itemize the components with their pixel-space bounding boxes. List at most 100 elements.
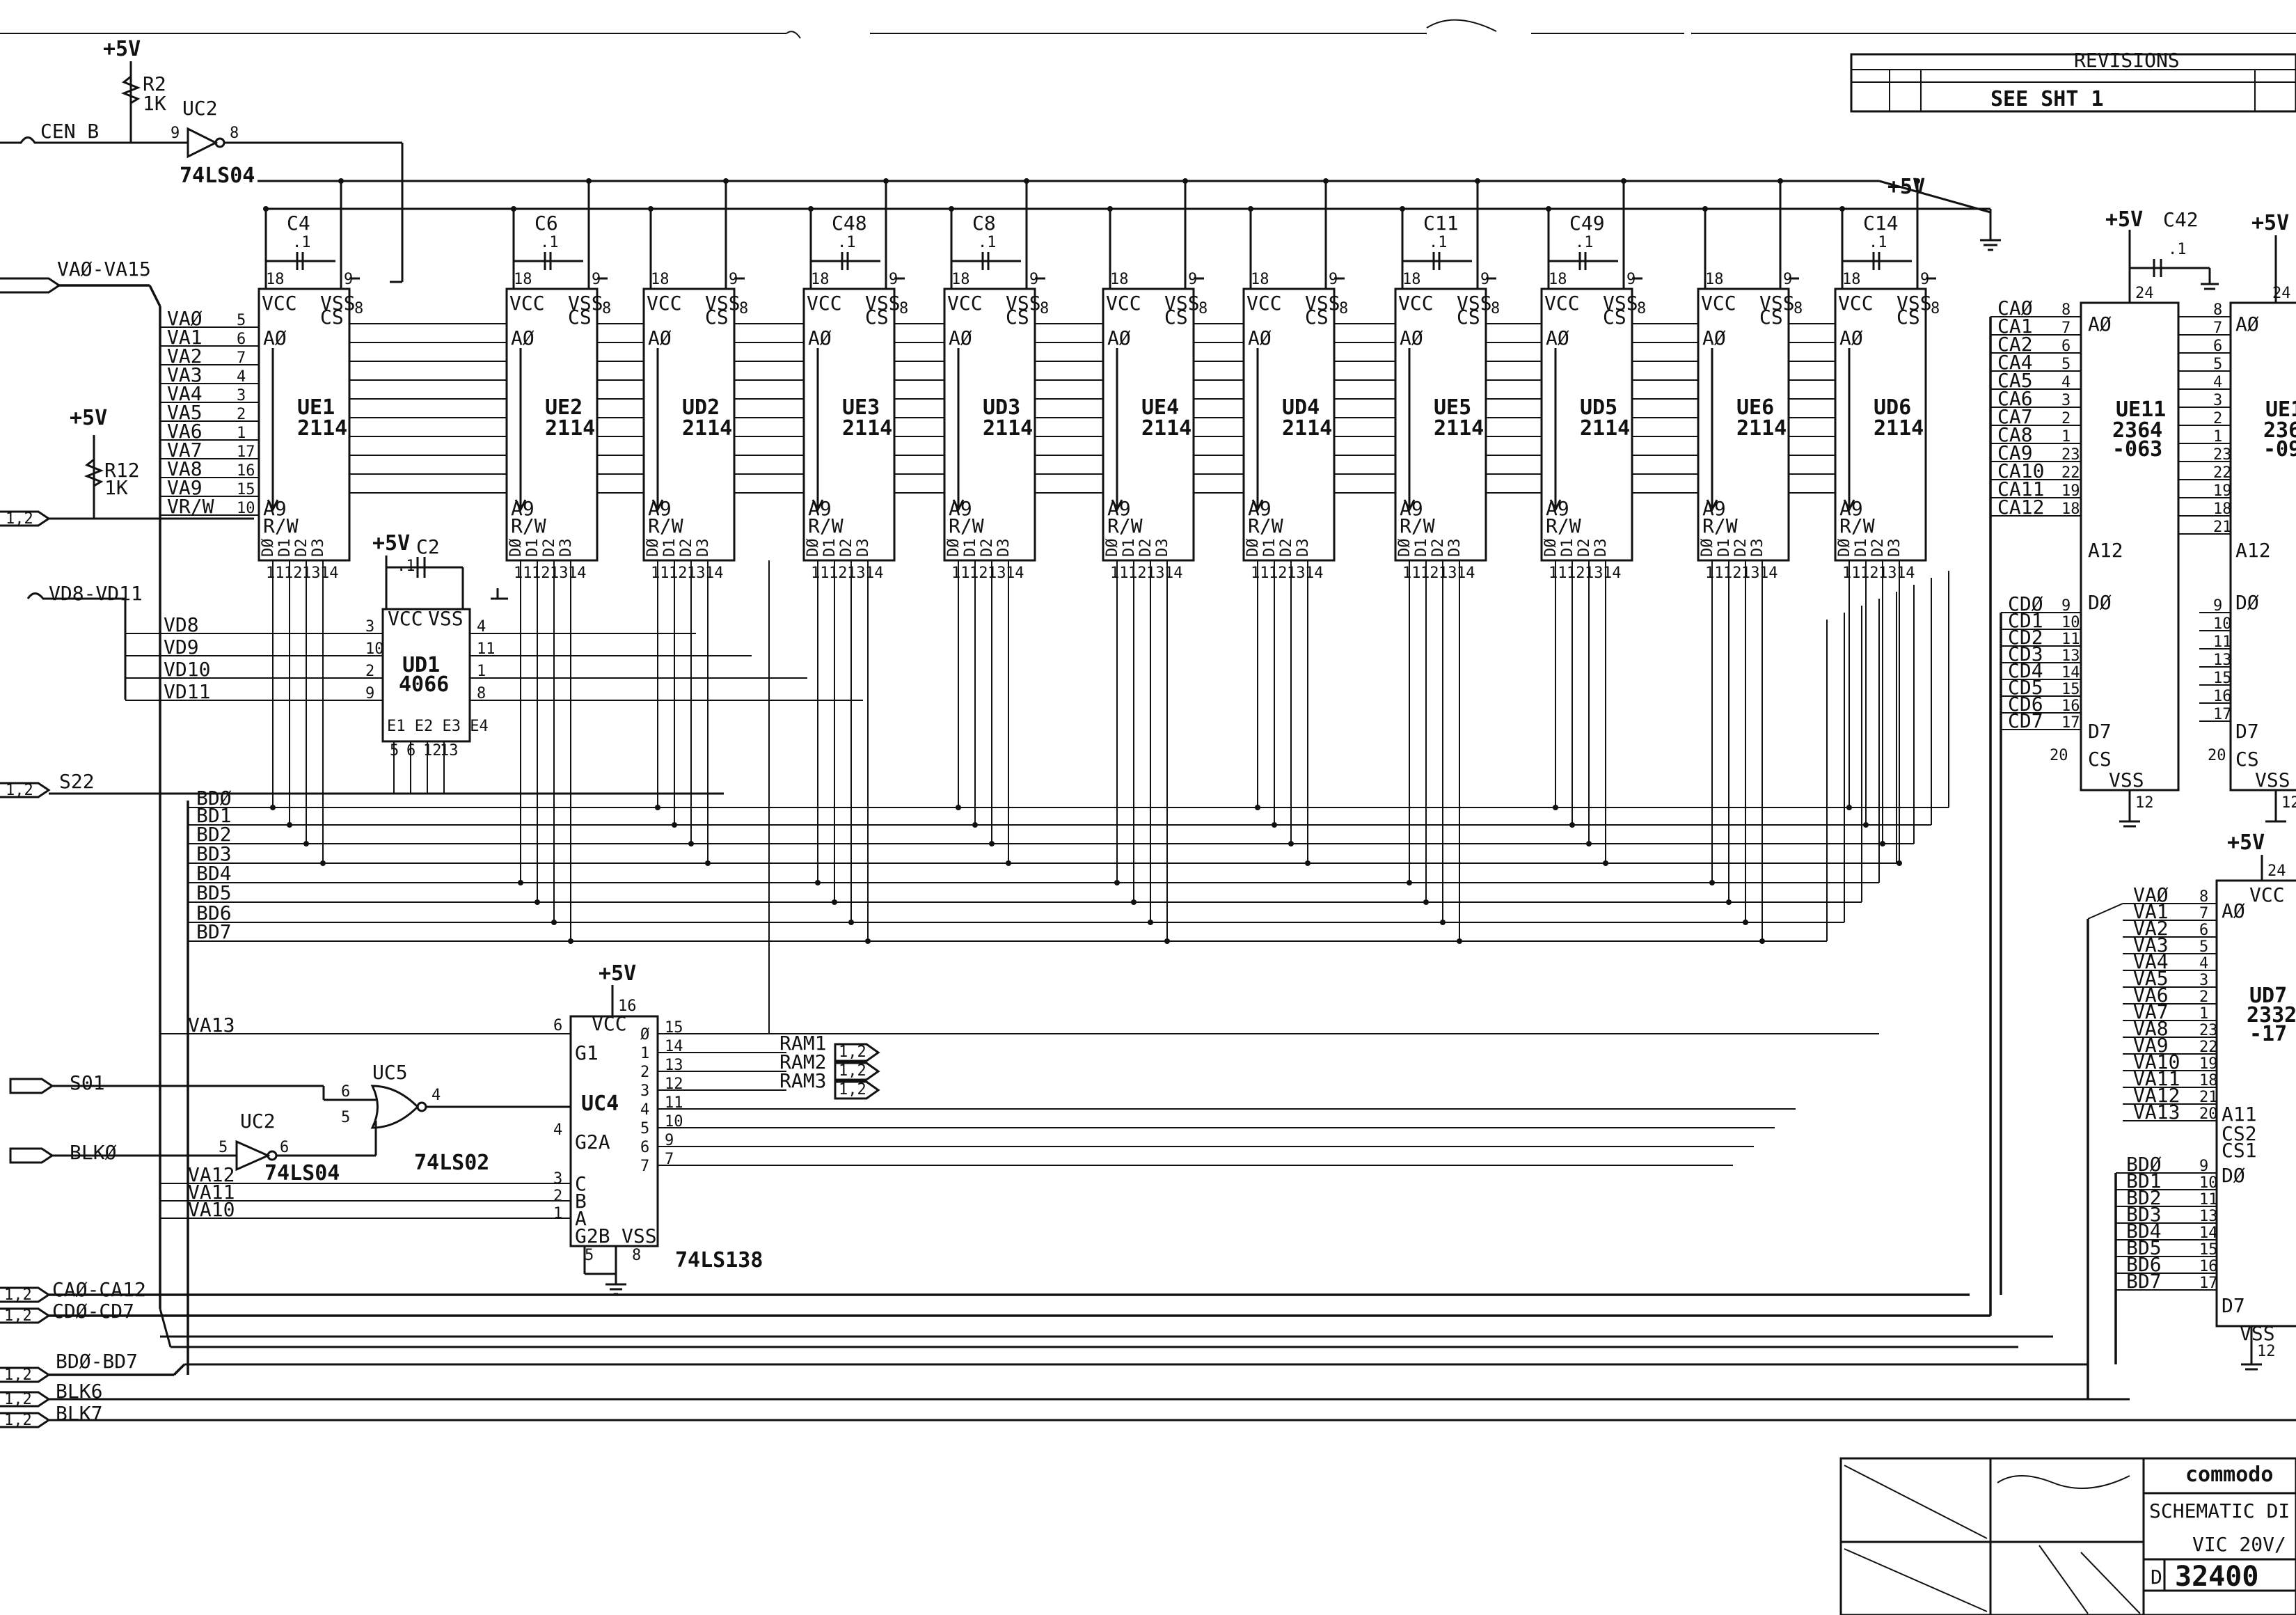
- svg-text:DØ: DØ: [2222, 1164, 2245, 1187]
- svg-text:7: 7: [2213, 320, 2222, 337]
- svg-text:R/W: R/W: [1702, 514, 1738, 537]
- svg-text:D7: D7: [2222, 1294, 2245, 1317]
- va-line-label: VA8: [167, 457, 203, 480]
- revisions-note: SEE SHT 1: [1990, 87, 2104, 111]
- bottom-left-connectors: 1,2 CAØ-CA12 1,2 CDØ-CD7 1,2 BDØ-BD7 1,2…: [0, 1278, 2296, 1429]
- svg-text:CS: CS: [1006, 306, 1029, 329]
- svg-text:VSS: VSS: [705, 292, 741, 315]
- title-block: commodo SCHEMATIC DI VIC 20V/ D 32400: [1839, 1457, 2296, 1615]
- svg-text:D3: D3: [695, 539, 712, 558]
- svg-text:9: 9: [1188, 271, 1197, 288]
- svg-text:8: 8: [230, 125, 239, 142]
- svg-text:VCC: VCC: [1246, 292, 1282, 315]
- svg-text:11: 11: [1402, 565, 1421, 582]
- va-line-label: VA9: [167, 476, 203, 499]
- svg-text:18: 18: [951, 271, 970, 288]
- svg-text:A11: A11: [2222, 1103, 2257, 1126]
- connector-blk0: BLKØ: [70, 1141, 117, 1164]
- svg-text:11: 11: [477, 640, 496, 658]
- svg-text:4: 4: [2199, 955, 2208, 972]
- svg-text:DØ: DØ: [1699, 539, 1716, 558]
- svg-text:VSS: VSS: [2109, 769, 2144, 791]
- ud7-bd-label: BD3: [2126, 1203, 2162, 1226]
- svg-text:A9: A9: [648, 497, 672, 520]
- svg-text:AØ: AØ: [1546, 326, 1569, 349]
- ue12-section: AØ A12 DØ D7 CS VSS UE1 236 -09 +5V 24 2…: [2178, 211, 2296, 823]
- svg-text:13: 13: [550, 565, 569, 582]
- svg-text:D1: D1: [661, 539, 679, 558]
- chip-body: [642, 287, 736, 562]
- svg-text:12: 12: [532, 565, 551, 582]
- svg-text:AØ: AØ: [949, 326, 972, 349]
- svg-text:CS: CS: [320, 306, 344, 329]
- ud7-bd-label: BD7: [2126, 1270, 2162, 1293]
- ca-line-label: CAØ: [1997, 297, 2033, 320]
- svg-text:DØ: DØ: [260, 539, 277, 558]
- svg-text:9: 9: [2061, 597, 2071, 615]
- svg-text:G2A: G2A: [575, 1130, 610, 1153]
- svg-text:AØ: AØ: [2235, 313, 2259, 336]
- svg-text:.1: .1: [397, 558, 415, 575]
- chip-body: [1102, 287, 1195, 562]
- ud7-bd-label: BD5: [2126, 1236, 2162, 1259]
- svg-text:D2: D2: [1576, 539, 1593, 558]
- svg-text:3: 3: [2213, 392, 2222, 409]
- svg-text:9: 9: [1783, 271, 1792, 288]
- svg-text:16: 16: [2199, 1258, 2218, 1275]
- svg-text:A9: A9: [1702, 497, 1726, 520]
- svg-text:5: 5: [2061, 356, 2071, 373]
- svg-text:10: 10: [2199, 1174, 2218, 1192]
- rail-label: +5V: [1887, 175, 1925, 199]
- ud7-va-label: VA7: [2133, 1000, 2169, 1023]
- svg-text:22: 22: [2061, 464, 2080, 482]
- uc4-input-label: VA13: [188, 1014, 235, 1037]
- svg-text:7: 7: [2199, 905, 2208, 922]
- svg-text:VCC: VCC: [388, 607, 423, 630]
- chip-ue12: [2229, 301, 2296, 791]
- svg-text:D2: D2: [1137, 539, 1155, 558]
- svg-text:.1: .1: [1869, 234, 1887, 251]
- svg-text:VSS: VSS: [621, 1224, 657, 1247]
- svg-text:D1: D1: [1121, 539, 1138, 558]
- svg-text:1,2: 1,2: [839, 1043, 866, 1061]
- svg-text:VSS: VSS: [1305, 292, 1340, 315]
- svg-text:18: 18: [651, 271, 670, 288]
- svg-text:Ø: Ø: [640, 1026, 649, 1043]
- connector-s01: S01: [70, 1071, 105, 1094]
- chip-ref: UD3: [983, 395, 1020, 420]
- svg-text:DØ: DØ: [2088, 591, 2112, 614]
- svg-text:10: 10: [237, 500, 255, 517]
- connector-s22: S22: [59, 770, 95, 793]
- svg-text:8: 8: [477, 685, 486, 702]
- ud7-va-label: VA1: [2133, 900, 2169, 923]
- svg-text:G2B: G2B: [575, 1224, 610, 1247]
- ram-output-label: RAM1: [779, 1032, 826, 1055]
- svg-text:13: 13: [1146, 565, 1165, 582]
- svg-text:8: 8: [1040, 300, 1049, 317]
- cd-line-label: CD1: [2008, 609, 2043, 632]
- svg-text:11: 11: [811, 565, 830, 582]
- svg-text:9: 9: [592, 271, 601, 288]
- svg-text:1,2: 1,2: [4, 1286, 32, 1304]
- uc4-ref: UC4: [581, 1092, 619, 1116]
- svg-text:17: 17: [2199, 1275, 2218, 1292]
- bd-line-label: BD2: [196, 823, 232, 846]
- svg-text:19: 19: [2061, 482, 2080, 500]
- chip-body: [1394, 287, 1487, 562]
- svg-text:DØ: DØ: [507, 539, 525, 558]
- svg-text:18: 18: [1402, 271, 1421, 288]
- chip-uc4: [569, 1015, 659, 1247]
- svg-text:VCC: VCC: [1398, 292, 1434, 315]
- svg-text:VSS: VSS: [428, 607, 464, 630]
- svg-text:AØ: AØ: [2222, 899, 2245, 922]
- svg-text:18: 18: [266, 271, 285, 288]
- ue11-ref: UE11: [2116, 397, 2166, 422]
- svg-text:24: 24: [2135, 285, 2154, 302]
- svg-text:19: 19: [2199, 1055, 2218, 1073]
- svg-text:8: 8: [2061, 301, 2071, 319]
- svg-text:8: 8: [602, 300, 611, 317]
- svg-text:5: 5: [585, 1247, 594, 1264]
